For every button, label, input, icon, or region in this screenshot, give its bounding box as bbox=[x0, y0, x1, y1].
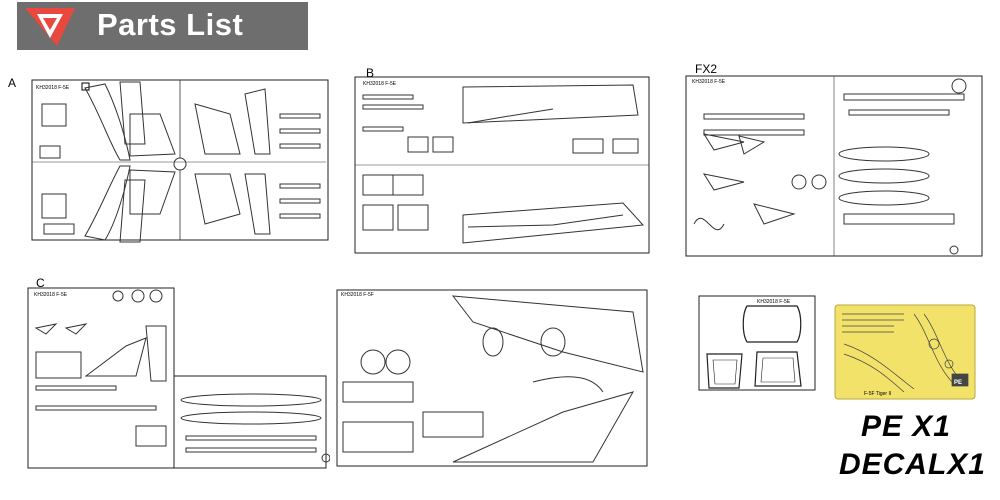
photo-etch-fret: PE F-5F Tiger II bbox=[834, 304, 978, 402]
sprue-fx2: KH32018 F-5E bbox=[684, 74, 986, 260]
sprue-f: KH32018 F-5F bbox=[333, 282, 653, 472]
sprue-b-code: KH32018 F-5E bbox=[363, 81, 397, 87]
pe-code: PE bbox=[954, 380, 962, 386]
sprue-f-code: KH32018 F-5F bbox=[341, 292, 374, 298]
sprue-a: KH32018 F-5E bbox=[30, 74, 332, 244]
sprue-c-code: KH32018 F-5E bbox=[34, 292, 68, 298]
decal-quantity-text: DECALX1 bbox=[838, 448, 986, 481]
sprue-fx2-label: FX2 bbox=[695, 62, 718, 76]
sprue-c: KH32018 F-5E bbox=[26, 286, 330, 472]
brand-logo-icon bbox=[25, 8, 75, 46]
sprue-b-label: B bbox=[366, 66, 375, 80]
pe-caption: F-5F Tiger II bbox=[864, 391, 891, 397]
pe-quantity-text: PE X1 bbox=[860, 410, 951, 443]
sprue-clear: KH32018 F-5E bbox=[697, 294, 819, 394]
parts-list-header: Parts List bbox=[17, 2, 308, 50]
sprue-c-label: C bbox=[36, 276, 45, 290]
sprue-a-label: A bbox=[8, 76, 17, 90]
sprue-a-code: KH32018 F-5E bbox=[36, 85, 70, 91]
page-title: Parts List bbox=[97, 7, 244, 42]
sprue-fx2-code: KH32018 F-5E bbox=[692, 79, 726, 85]
sprue-b: KH32018 F-5E bbox=[353, 75, 653, 257]
sprue-clear-code: KH32018 F-5E bbox=[757, 299, 791, 305]
